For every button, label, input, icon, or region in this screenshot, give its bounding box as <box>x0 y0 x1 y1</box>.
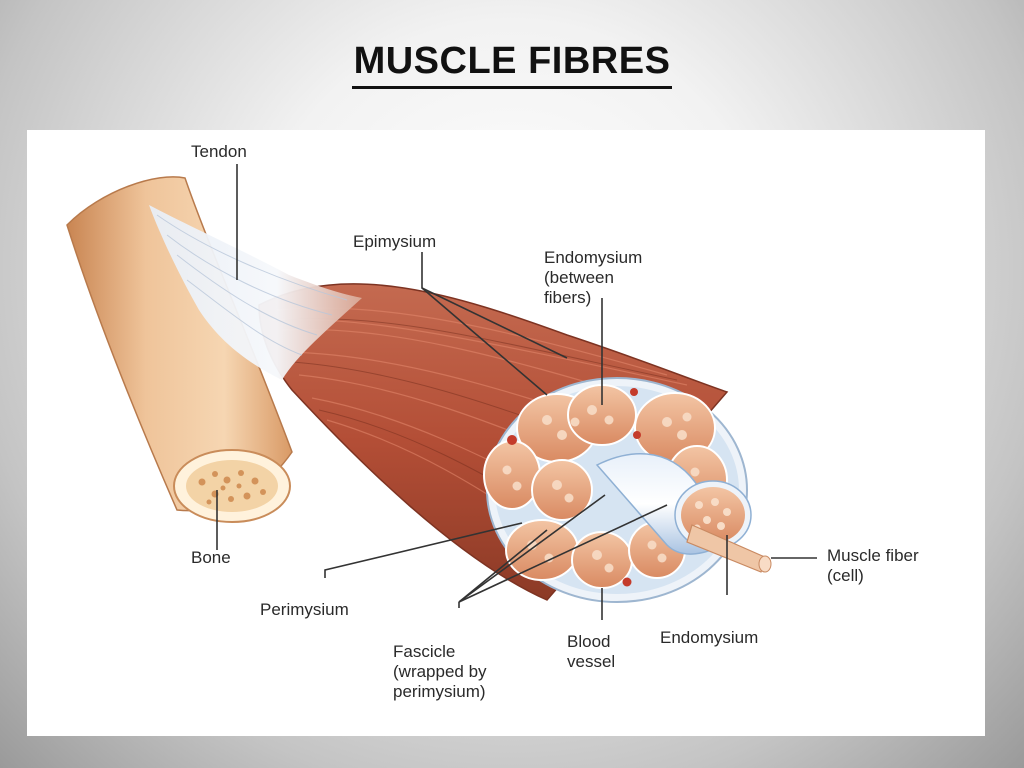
label-blood-vessel: Blood vessel <box>567 632 616 671</box>
diagram-panel: Tendon Epimysium Endomysium (between fib… <box>27 130 985 736</box>
slide-title-text: MUSCLE FIBRES <box>351 40 673 89</box>
muscle-structure-illustration <box>66 164 817 620</box>
cross-section <box>483 377 772 603</box>
label-muscle-fiber: Muscle fiber (cell) <box>827 546 919 585</box>
label-fascicle: Fascicle (wrapped by perimysium) <box>393 642 487 701</box>
bone-shape <box>66 176 293 523</box>
leader-lines <box>216 164 817 620</box>
tendon-shape <box>149 205 362 380</box>
label-perimysium: Perimysium <box>260 600 349 619</box>
label-epimysium: Epimysium <box>353 232 437 251</box>
label-tendon: Tendon <box>191 142 247 161</box>
slide-title: MUSCLE FIBRES <box>0 40 1024 89</box>
label-bone: Bone <box>191 548 231 567</box>
label-endomysium-between: Endomysium (between fibers) <box>544 248 643 307</box>
label-endomysium: Endomysium <box>660 628 759 647</box>
